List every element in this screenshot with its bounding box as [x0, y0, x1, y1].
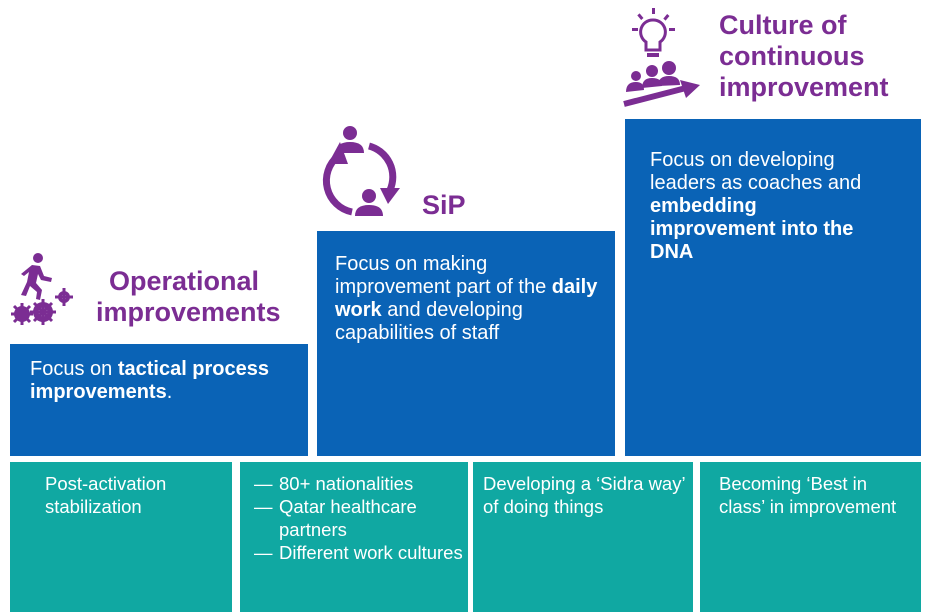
stage1-focus-box: Focus on tactical process improvements. — [10, 344, 308, 456]
bullet-text: Different work cultures — [279, 542, 463, 563]
stage2-focus-pre: Focus on making improvement part of the — [335, 253, 552, 298]
stage3-focus-bold: embedding improvement into the DNA — [650, 195, 854, 263]
bottom-box-2: — 80+ nationalities — Qatar healthcare par… — [240, 462, 468, 612]
stage3-heading-line1: Culture of — [719, 10, 847, 40]
people-cycle-icon — [322, 126, 400, 216]
bottom-box-4-text: Becoming ‘Best in class’ in improvement — [719, 473, 897, 517]
bullet-item: — 80+ nationalities — [254, 472, 464, 495]
bottom-box-1: Post-activation stabilization — [10, 462, 232, 612]
stage2-focus-bold: daily work — [335, 276, 598, 321]
stage1-focus-pre: Focus on — [30, 358, 118, 380]
bullet-dash: — — [254, 542, 273, 563]
bottom-box-3: Developing a ‘Sidra way’ of doing things — [473, 462, 693, 612]
stage3-focus-pre: Focus on developing leaders as coaches a… — [650, 149, 862, 194]
stage3-heading-line3: improvement — [719, 72, 889, 102]
bottom-box-4: Becoming ‘Best in class’ in improvement — [700, 462, 921, 612]
stage1-focus-post: . — [166, 381, 173, 403]
stage1-heading-line1: Operational — [109, 266, 260, 296]
stage2-focus-box: Focus on making improvement part of the … — [317, 231, 615, 456]
runner-gears-icon — [11, 253, 73, 325]
stage2-focus-post: and developing capabilities of staff — [335, 299, 523, 344]
lightbulb-team-icon — [623, 8, 700, 107]
stage1-focus-bold: tactical process improvements — [30, 358, 270, 403]
stage3-heading-line2: continuous — [719, 41, 865, 71]
bottom-box-3-text: Developing a ‘Sidra way’ of doing things — [483, 473, 685, 517]
stage3-heading: Culture of continuous improvement — [719, 10, 889, 103]
bullet-item: — Different work cultures — [254, 541, 464, 564]
bullet-dash: — — [254, 496, 273, 517]
stage1-heading-line2: improvements — [96, 297, 281, 327]
bullet-text: Qatar healthcare partners — [279, 496, 417, 540]
stage2-heading: SiP — [422, 190, 466, 220]
bullet-item: — Qatar healthcare partners — [254, 495, 464, 541]
bottom-box-1-text: Post-activation stabilization — [45, 473, 167, 517]
stage3-focus-box: Focus on developing leaders as coaches a… — [625, 119, 921, 456]
bullet-dash: — — [254, 473, 273, 494]
bullet-text: 80+ nationalities — [279, 473, 414, 494]
stage1-heading: Operational improvements — [96, 266, 316, 328]
